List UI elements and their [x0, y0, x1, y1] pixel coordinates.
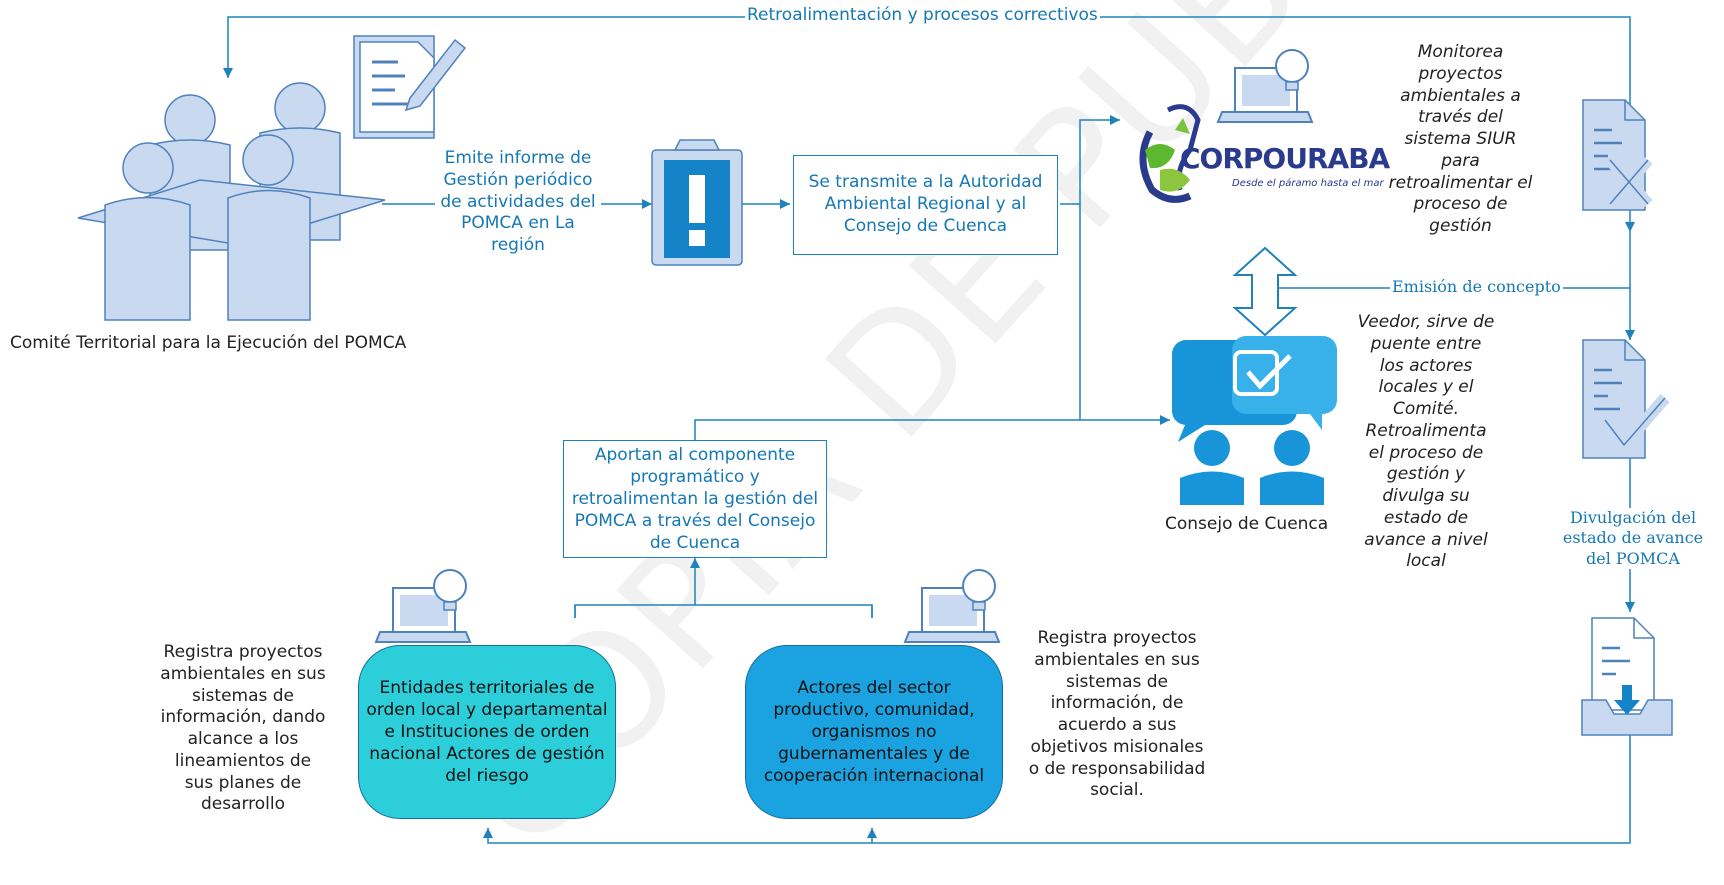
actores-pill: Actores del sector productivo, comunidad… — [745, 645, 1003, 819]
laptop-bulb-icon-left — [374, 569, 472, 643]
logo-tagline: Desde el páramo hasta el mar — [1232, 178, 1384, 189]
meeting-people-icon — [77, 82, 386, 321]
divulgacion-label: Divulgación del estado de avance del POM… — [1550, 508, 1716, 570]
comite-label: Comité Territorial para la Ejecución del… — [10, 333, 407, 353]
document-approve-icon — [1582, 339, 1670, 459]
laptop-bulb-icon — [1216, 49, 1314, 123]
document-reject-icon — [1582, 99, 1653, 211]
document-download-icon — [1581, 617, 1673, 736]
document-pencil-icon — [353, 35, 467, 139]
actores-text: Actores del sector productivo, comunidad… — [763, 677, 985, 787]
entidades-pill: Entidades territoriales de orden local y… — [358, 645, 616, 819]
emite-informe-text: Emite informe de Gestión periódico de ac… — [435, 148, 601, 257]
registra-right-text: Registra proyectos ambientales en sus si… — [1028, 628, 1206, 801]
laptop-bulb-icon-right — [903, 569, 1001, 643]
clipboard-alert-icon — [651, 139, 743, 266]
corpouraba-logo: CORPOURABA — [1180, 142, 1390, 176]
entidades-text: Entidades territoriales de orden local y… — [366, 677, 608, 787]
double-arrow — [1232, 246, 1298, 337]
logo-name: CORPOURABA — [1180, 142, 1390, 175]
monitorea-text: Monitorea proyectos ambientales a través… — [1388, 42, 1533, 236]
transmite-box: Se transmite a la Autoridad Ambiental Re… — [793, 155, 1058, 255]
diagram-canvas — [77, 16, 1673, 844]
feedback-label: Retroalimentación y procesos correctivos — [745, 5, 1100, 26]
main-flow-connectors — [382, 115, 1170, 618]
consejo-cuenca-icon — [1172, 336, 1337, 505]
registra-left-text: Registra proyectos ambientales en sus si… — [160, 642, 326, 815]
corpouraba-logo-mark — [1139, 104, 1201, 203]
veedor-text: Veedor, sirve de puente entre los actore… — [1357, 312, 1495, 572]
emision-label: Emisión de concepto — [1390, 277, 1563, 297]
aportan-text: Aportan al componente programático y ret… — [571, 444, 819, 554]
transmite-text: Se transmite a la Autoridad Ambiental Re… — [808, 172, 1043, 236]
consejo-label: Consejo de Cuenca — [1165, 514, 1329, 534]
aportan-box: Aportan al componente programático y ret… — [563, 440, 827, 558]
